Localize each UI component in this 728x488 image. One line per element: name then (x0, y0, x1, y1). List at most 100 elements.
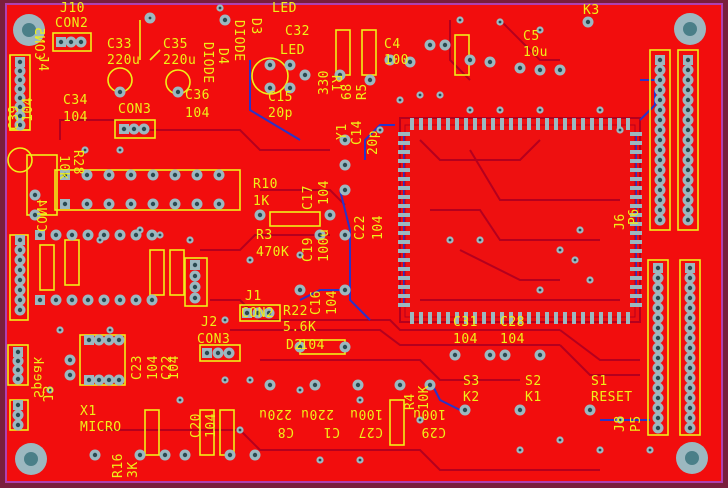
pad-icon[interactable] (394, 379, 406, 391)
pad-icon[interactable] (484, 349, 496, 361)
pad-icon[interactable] (50, 229, 62, 241)
via-icon[interactable] (396, 96, 404, 104)
pad-icon[interactable] (682, 154, 694, 166)
pad-icon[interactable] (684, 402, 696, 414)
pad-icon[interactable] (339, 284, 351, 296)
pad-icon[interactable] (89, 449, 101, 461)
pad-icon[interactable] (14, 65, 26, 77)
pad-icon[interactable] (254, 209, 266, 221)
pad-icon[interactable] (364, 74, 376, 86)
pad-icon[interactable] (103, 169, 115, 181)
via-icon[interactable] (356, 396, 364, 404)
via-icon[interactable] (516, 446, 524, 454)
pad-icon[interactable] (652, 322, 664, 334)
pad-icon[interactable] (125, 169, 137, 181)
pad-icon[interactable] (652, 312, 664, 324)
pad-icon[interactable] (682, 184, 694, 196)
pad-icon[interactable] (314, 229, 326, 241)
pad-icon[interactable] (114, 229, 126, 241)
pad-icon[interactable] (82, 294, 94, 306)
pad-icon[interactable] (264, 82, 276, 94)
pad-icon[interactable] (652, 392, 664, 404)
via-icon[interactable] (116, 146, 124, 154)
pad-icon[interactable] (264, 59, 276, 71)
pad-icon[interactable] (189, 270, 201, 282)
pad-icon[interactable] (654, 194, 666, 206)
pad-icon[interactable] (15, 235, 25, 245)
pad-icon[interactable] (13, 347, 23, 357)
pad-icon[interactable] (159, 449, 171, 461)
pad-icon[interactable] (213, 198, 225, 210)
pad-icon[interactable] (652, 372, 664, 384)
pad-icon[interactable] (219, 14, 231, 26)
pad-icon[interactable] (252, 307, 264, 319)
pad-icon[interactable] (404, 56, 416, 68)
pad-icon[interactable] (339, 159, 351, 171)
pad-icon[interactable] (14, 83, 26, 95)
via-icon[interactable] (356, 456, 364, 464)
pad-icon[interactable] (81, 169, 93, 181)
pad-icon[interactable] (14, 119, 26, 131)
via-icon[interactable] (616, 416, 624, 424)
pad-icon[interactable] (684, 322, 696, 334)
via-icon[interactable] (146, 14, 154, 22)
pad-icon[interactable] (294, 284, 306, 296)
pad-icon[interactable] (12, 364, 24, 376)
pad-icon[interactable] (684, 292, 696, 304)
pad-icon[interactable] (684, 392, 696, 404)
pad-icon[interactable] (14, 274, 26, 286)
pad-icon[interactable] (682, 64, 694, 76)
pad-icon[interactable] (682, 124, 694, 136)
pad-icon[interactable] (189, 281, 201, 293)
ic-footprint-icon[interactable] (398, 118, 642, 324)
pad-icon[interactable] (284, 82, 296, 94)
pad-icon[interactable] (652, 282, 664, 294)
pad-icon[interactable] (75, 36, 87, 48)
pad-icon[interactable] (13, 400, 23, 410)
pad-icon[interactable] (652, 362, 664, 374)
pad-icon[interactable] (138, 123, 150, 135)
pad-icon[interactable] (654, 94, 666, 106)
pad-icon[interactable] (202, 348, 212, 358)
pad-icon[interactable] (682, 164, 694, 176)
pad-icon[interactable] (114, 294, 126, 306)
pad-icon[interactable] (424, 39, 436, 51)
mounting-hole-icon[interactable] (676, 442, 708, 474)
via-icon[interactable] (56, 326, 64, 334)
pad-icon[interactable] (654, 164, 666, 176)
pad-icon[interactable] (654, 154, 666, 166)
pad-icon[interactable] (459, 404, 471, 416)
pad-icon[interactable] (179, 449, 191, 461)
pad-icon[interactable] (12, 409, 24, 421)
pad-icon[interactable] (213, 169, 225, 181)
pad-icon[interactable] (169, 169, 181, 181)
via-icon[interactable] (246, 376, 254, 384)
pad-icon[interactable] (424, 379, 436, 391)
pad-icon[interactable] (652, 382, 664, 394)
pad-icon[interactable] (14, 101, 26, 113)
via-icon[interactable] (596, 106, 604, 114)
pad-icon[interactable] (654, 134, 666, 146)
pad-icon[interactable] (65, 36, 77, 48)
pad-icon[interactable] (14, 284, 26, 296)
pad-icon[interactable] (684, 302, 696, 314)
pad-icon[interactable] (654, 214, 666, 226)
pad-icon[interactable] (12, 373, 24, 385)
pad-icon[interactable] (191, 198, 203, 210)
pad-icon[interactable] (60, 199, 70, 209)
pad-icon[interactable] (29, 209, 41, 221)
via-icon[interactable] (81, 146, 89, 154)
pad-icon[interactable] (684, 312, 696, 324)
via-icon[interactable] (596, 446, 604, 454)
pad-icon[interactable] (682, 94, 694, 106)
pad-icon[interactable] (654, 64, 666, 76)
pad-icon[interactable] (654, 124, 666, 136)
pad-icon[interactable] (684, 422, 696, 434)
via-icon[interactable] (416, 91, 424, 99)
pad-icon[interactable] (682, 74, 694, 86)
pad-icon[interactable] (264, 379, 276, 391)
pad-icon[interactable] (147, 198, 159, 210)
via-icon[interactable] (556, 246, 564, 254)
via-icon[interactable] (236, 426, 244, 434)
pad-icon[interactable] (652, 292, 664, 304)
